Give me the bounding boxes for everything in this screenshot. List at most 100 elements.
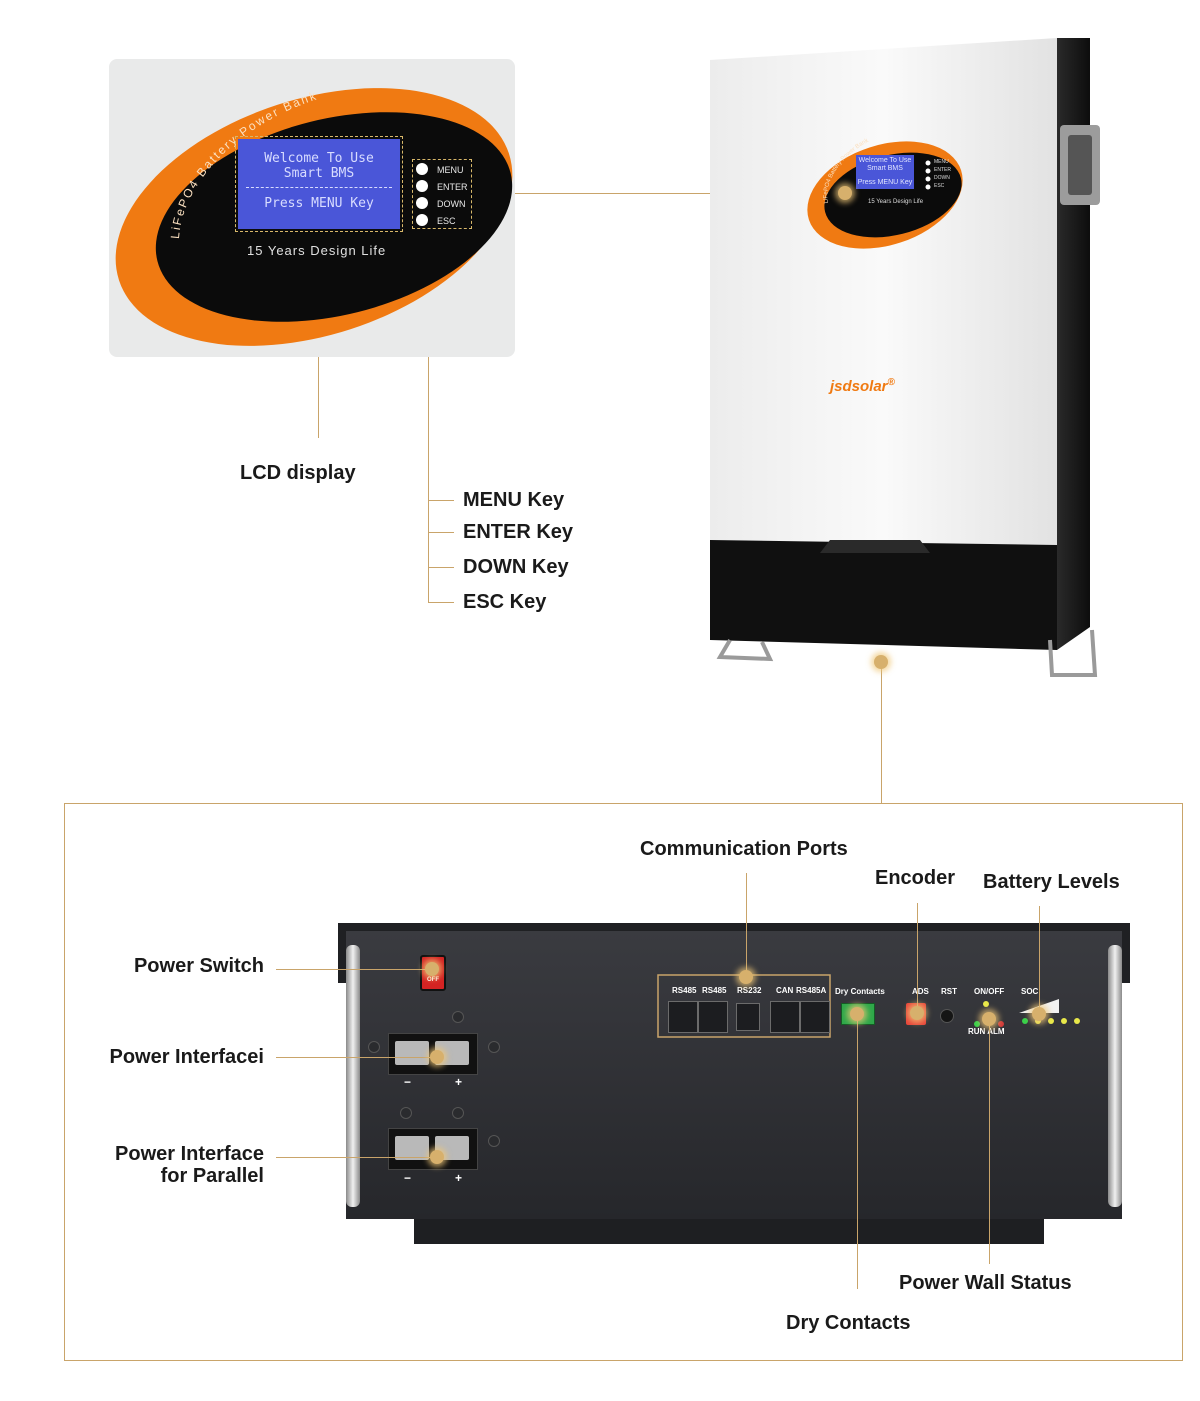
device-lcd-line3: Press MENU Key xyxy=(857,179,913,186)
leader-power-switch xyxy=(276,969,426,970)
port-label-rs232: RS232 xyxy=(737,986,762,995)
leader-encoder xyxy=(917,903,918,1013)
device-lcd-line2: Smart BMS xyxy=(867,165,903,172)
power-switch-text: OFF xyxy=(427,977,439,983)
dot-parallel xyxy=(430,1150,444,1164)
on-off-label: ON/OFF xyxy=(974,987,1005,996)
parallel-interface-plus: + xyxy=(455,1171,463,1185)
port-can[interactable] xyxy=(770,1001,800,1033)
tick-menu xyxy=(428,500,454,501)
device-enter-label: ENTER xyxy=(934,167,951,173)
device-body: LiFePO4 Battery Power Bank xyxy=(710,38,1100,677)
alm-led xyxy=(998,1021,1004,1027)
label-enter-key: ENTER Key xyxy=(463,521,574,543)
back-panel-body xyxy=(338,923,1130,1244)
port-label-rs485-1: RS485 xyxy=(672,986,697,995)
label-esc-key: ESC Key xyxy=(463,591,547,613)
label-down-key: DOWN Key xyxy=(463,556,569,578)
port-rs232[interactable] xyxy=(736,1003,760,1031)
device-esc-label: ESC xyxy=(934,183,945,189)
dot-encoder xyxy=(910,1006,924,1020)
label-battery-levels: Battery Levels xyxy=(983,871,1120,893)
leader-line-keys xyxy=(428,228,429,603)
connector-line-device-back xyxy=(881,665,882,803)
power-interface-left-socket xyxy=(395,1041,429,1065)
port-rs485a[interactable] xyxy=(800,1001,830,1033)
label-dry-contacts: Dry Contacts xyxy=(786,1312,911,1334)
device-design-life: 15 Years Design Life xyxy=(868,199,924,205)
closeup-keys-frame xyxy=(412,159,472,229)
label-power-switch: Power Switch xyxy=(133,955,264,977)
dot-communication xyxy=(739,970,753,984)
device-menu-label: MENU xyxy=(934,159,949,165)
rst-label: RST xyxy=(941,987,957,996)
screw xyxy=(368,1041,380,1053)
label-encoder: Encoder xyxy=(875,867,956,889)
label-power-interface: Power Interfacei xyxy=(109,1046,264,1068)
screw xyxy=(452,1107,464,1119)
leader-power-wall-status xyxy=(989,1014,990,1264)
run-alm-label: RUN ALM xyxy=(968,1027,1005,1036)
leader-dry-contacts xyxy=(857,1014,858,1289)
closeup-down-button[interactable] xyxy=(416,197,428,209)
soc-led-2 xyxy=(1035,1018,1041,1024)
dot-power-switch xyxy=(425,962,439,976)
leader-battery-levels xyxy=(1039,906,1040,1011)
leader-parallel xyxy=(276,1157,436,1158)
run-led xyxy=(974,1021,980,1027)
on-off-led xyxy=(983,1001,989,1007)
wall-battery-device: LiFePO4 Battery Power Bank Welcome To Us… xyxy=(700,35,1110,685)
closeup-menu-label: MENU xyxy=(437,165,464,175)
device-down-label: DOWN xyxy=(934,175,950,181)
back-panel-frame xyxy=(64,803,1183,1361)
power-interface-plus: + xyxy=(455,1075,463,1089)
device-lcd-line1: Welcome To Use xyxy=(858,157,912,164)
closeup-lcd: Welcome To Use Smart BMS Press MENU Key xyxy=(238,139,400,229)
closeup-esc-button[interactable] xyxy=(416,214,428,226)
port-rs485-1[interactable] xyxy=(668,1001,698,1033)
closeup-design-life: 15 Years Design Life xyxy=(247,243,387,258)
label-power-interface-parallel-1: Power Interface xyxy=(115,1143,264,1165)
label-lcd-display: LCD display xyxy=(240,462,356,484)
port-label-rs485-2: RS485 xyxy=(702,986,727,995)
label-communication-ports: Communication Ports xyxy=(640,838,848,860)
device-logo-mark: ® xyxy=(887,377,895,388)
power-interface-minus: − xyxy=(404,1075,412,1089)
parallel-interface-left-socket xyxy=(395,1136,429,1160)
port-label-can: CAN xyxy=(776,986,794,995)
tick-down xyxy=(428,567,454,568)
display-closeup: LiFePO4 Battery Power Bank Welcome To Us… xyxy=(109,59,515,357)
tick-enter xyxy=(428,532,454,533)
soc-led-4 xyxy=(1061,1018,1067,1024)
device-logo-text: jsdsolar xyxy=(830,378,888,395)
closeup-esc-label: ESC xyxy=(437,216,456,226)
reset-button[interactable] xyxy=(940,1009,954,1023)
device-logo: jsdsolar® xyxy=(830,377,895,395)
dot-dry-contacts xyxy=(850,1007,864,1021)
closeup-lcd-frame xyxy=(235,136,403,232)
dot-power-wall-status xyxy=(982,1012,996,1026)
connector-dot-device-lcd xyxy=(838,186,852,200)
soc-label: SOC xyxy=(1021,987,1039,996)
tick-esc xyxy=(428,602,454,603)
dry-contacts-panel-label: Dry Contacts xyxy=(835,987,885,996)
leader-communication xyxy=(746,873,747,978)
label-power-interface-parallel-2: for Parallel xyxy=(160,1165,264,1187)
closeup-down-label: DOWN xyxy=(437,199,466,209)
dot-battery-levels xyxy=(1032,1007,1046,1021)
leader-power-interface xyxy=(276,1057,436,1058)
soc-led-1 xyxy=(1022,1018,1028,1024)
closeup-menu-button[interactable] xyxy=(416,163,428,175)
closeup-enter-button[interactable] xyxy=(416,180,428,192)
connector-line-closeup-device xyxy=(515,193,840,194)
port-rs485-2[interactable] xyxy=(698,1001,728,1033)
screw xyxy=(488,1041,500,1053)
back-panel: OFF − + − + RS485 RS485 RS232 CAN RS485A… xyxy=(338,923,1130,1246)
closeup-lcd-line2: Smart BMS xyxy=(283,166,355,181)
label-power-wall-status: Power Wall Status xyxy=(899,1272,1072,1294)
closeup-lcd-line3: Press MENU Key xyxy=(264,196,374,211)
soc-led-5 xyxy=(1074,1018,1080,1024)
connector-dot-device-bottom xyxy=(874,655,888,669)
screw xyxy=(400,1107,412,1119)
ads-label: ADS xyxy=(912,987,929,996)
